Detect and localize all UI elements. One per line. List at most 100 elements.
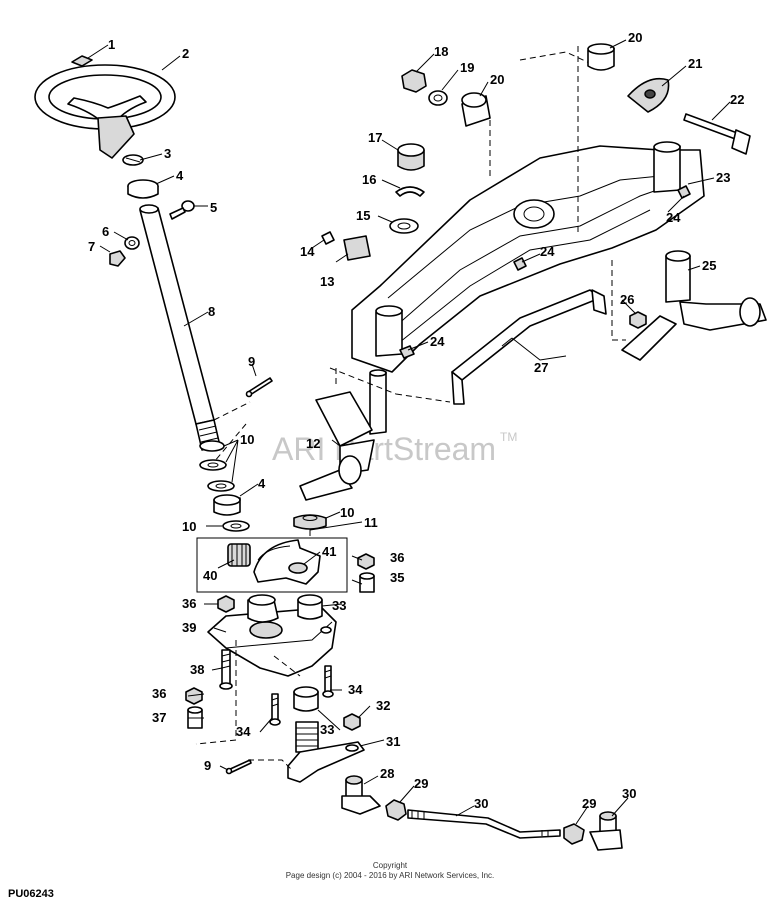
callout-18: 18 xyxy=(434,44,448,59)
callout-14: 14 xyxy=(300,244,315,259)
pin-9-upper[interactable] xyxy=(245,377,273,398)
callout-7: 7 xyxy=(88,239,95,254)
bolt-34-left[interactable] xyxy=(269,693,281,726)
bushing-33-upper[interactable] xyxy=(297,594,323,620)
sector-gear-41[interactable] xyxy=(253,539,321,585)
callout-25: 25 xyxy=(702,258,716,273)
callout-1: 1 xyxy=(108,37,115,52)
callout-4-upper: 4 xyxy=(176,168,184,183)
dash-spindle-right xyxy=(611,260,626,341)
pin-9-lower[interactable] xyxy=(225,759,252,775)
washer-10-e[interactable] xyxy=(293,514,327,530)
callout-20-left: 20 xyxy=(490,72,504,87)
callout-12: 12 xyxy=(306,436,320,451)
callout-6: 6 xyxy=(102,224,109,239)
nut-26[interactable] xyxy=(629,311,647,329)
callout-24-left: 24 xyxy=(430,334,445,349)
callout-10-upper: 10 xyxy=(240,432,254,447)
grease-fitting-24-right[interactable] xyxy=(677,185,691,199)
spacer-37[interactable] xyxy=(187,706,203,729)
nut-7[interactable] xyxy=(109,250,126,267)
grease-fitting-14[interactable] xyxy=(321,231,335,245)
drag-link-30[interactable] xyxy=(407,809,561,839)
callout-36-lower: 36 xyxy=(152,686,166,701)
callout-33-upper: 33 xyxy=(332,598,346,613)
kingpin-housing-right[interactable] xyxy=(653,141,681,193)
bolt-34-right[interactable] xyxy=(322,665,334,698)
washer-6[interactable] xyxy=(124,236,140,250)
washer-10-c[interactable] xyxy=(207,480,235,492)
callout-33-lower: 33 xyxy=(320,722,334,737)
nut-32[interactable] xyxy=(343,713,361,731)
block-13[interactable] xyxy=(343,235,371,261)
callout-10-right: 10 xyxy=(340,505,354,520)
watermark-trademark: TM xyxy=(500,430,517,444)
dash-pin xyxy=(248,759,293,771)
callout-4-lower: 4 xyxy=(258,476,266,491)
pivot-bushing-axle[interactable] xyxy=(513,199,555,229)
bolt-22[interactable] xyxy=(683,113,751,155)
snap-ring-16[interactable] xyxy=(395,186,425,197)
ball-joint-28[interactable] xyxy=(341,775,381,815)
callout-36-right: 36 xyxy=(390,550,404,565)
callout-37: 37 xyxy=(152,710,166,725)
grease-fitting-24-mid[interactable] xyxy=(513,257,527,271)
washer-10-b[interactable] xyxy=(199,459,227,471)
jam-nut-29-right[interactable] xyxy=(563,823,585,845)
bushing-33-lower[interactable] xyxy=(293,686,319,712)
nut-36-left[interactable] xyxy=(217,595,235,613)
cap-17[interactable] xyxy=(397,143,425,171)
callout-23: 23 xyxy=(716,170,730,185)
callout-31: 31 xyxy=(386,734,400,749)
callout-30-right: 30 xyxy=(622,786,636,801)
callout-32: 32 xyxy=(376,698,390,713)
steering-wheel[interactable] xyxy=(34,64,176,159)
nut-36-lower[interactable] xyxy=(185,687,203,705)
callout-16: 16 xyxy=(362,172,376,187)
callout-2: 2 xyxy=(182,46,189,61)
watermark: ARI PartStream xyxy=(272,431,496,467)
callout-29-left: 29 xyxy=(414,776,428,791)
nut-18[interactable] xyxy=(401,69,427,93)
spindle-25[interactable] xyxy=(621,250,767,361)
pitman-arm[interactable] xyxy=(287,721,365,783)
plate-21[interactable] xyxy=(627,77,670,113)
kingpin-housing-left[interactable] xyxy=(375,305,403,357)
ball-joint-30-right[interactable] xyxy=(589,811,623,851)
washer-10-d[interactable] xyxy=(222,520,250,532)
nut-36-right[interactable] xyxy=(357,553,375,570)
callout-19: 19 xyxy=(460,60,474,75)
callout-17: 17 xyxy=(368,130,382,145)
bushing-20-right[interactable] xyxy=(587,43,615,71)
tie-rod-27[interactable] xyxy=(451,289,607,405)
washer-15[interactable] xyxy=(389,218,419,234)
dash-spindle xyxy=(329,367,451,403)
spacer-35[interactable] xyxy=(359,572,375,593)
bearing-4-lower[interactable] xyxy=(213,494,241,516)
washer-19[interactable] xyxy=(428,90,448,106)
jam-nut-29-left[interactable] xyxy=(385,799,407,821)
drawing-id: PU06243 xyxy=(8,888,54,900)
pinion-gear-40[interactable] xyxy=(227,543,251,567)
bolt-5[interactable] xyxy=(169,200,195,220)
callout-15: 15 xyxy=(356,208,370,223)
callout-38: 38 xyxy=(190,662,204,677)
callout-9-upper: 9 xyxy=(248,354,255,369)
callout-28: 28 xyxy=(380,766,394,781)
callout-26: 26 xyxy=(620,292,634,307)
steering-bracket[interactable] xyxy=(207,594,337,677)
spindle-12[interactable] xyxy=(299,369,387,501)
callout-24-right: 24 xyxy=(666,210,681,225)
callout-39: 39 xyxy=(182,620,196,635)
steering-shaft[interactable] xyxy=(139,204,221,451)
bearing-4-upper[interactable] xyxy=(127,179,159,199)
page-design-credit: Page design (c) 2004 - 2016 by ARI Netwo… xyxy=(285,871,495,880)
washer-10-a[interactable] xyxy=(199,440,225,452)
bushing-20-left[interactable] xyxy=(461,92,491,127)
bushing-3[interactable] xyxy=(122,154,144,166)
wheel-cap[interactable] xyxy=(71,55,93,67)
bolt-38[interactable] xyxy=(219,649,233,690)
callout-20-right: 20 xyxy=(628,30,642,45)
callout-5: 5 xyxy=(210,200,217,215)
callout-35: 35 xyxy=(390,570,404,585)
